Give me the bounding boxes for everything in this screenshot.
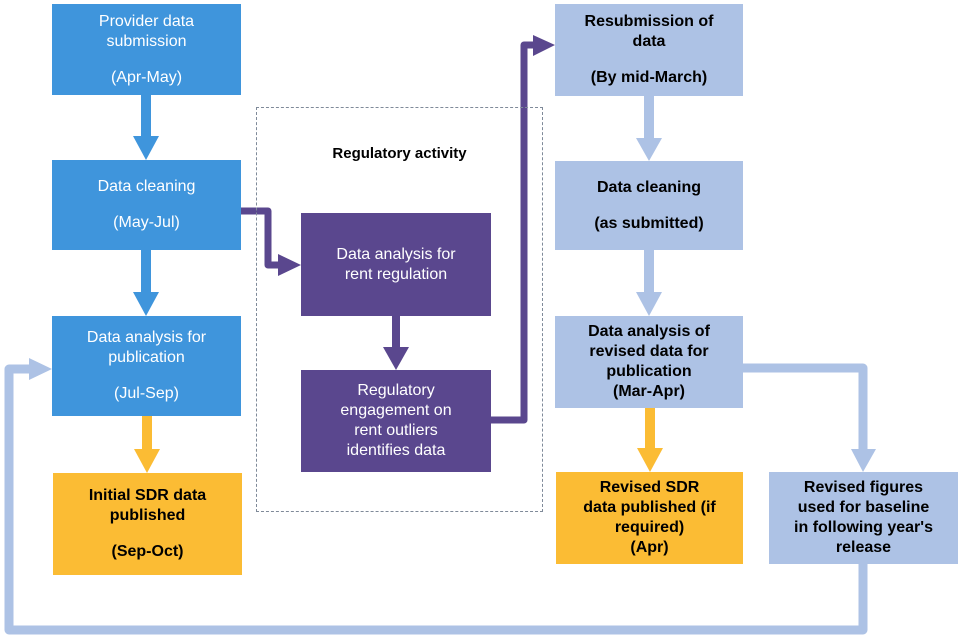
node-label-line: identifies data [346, 442, 446, 459]
node-label-line: Data analysis for [336, 245, 456, 263]
node-regulatory-engagement: Regulatory engagement on rent outliers i… [301, 370, 491, 472]
node-label-line: Revised figures [803, 479, 924, 496]
node-label-line: in following year's [794, 519, 933, 536]
node-label-line: publication [606, 363, 692, 380]
regulatory-activity-group [256, 107, 543, 512]
node-label-line: Data cleaning [97, 178, 196, 195]
node-label-line: published [109, 507, 186, 524]
node-period: (Sep-Oct) [111, 543, 184, 560]
regulatory-activity-title: Regulatory activity [332, 145, 467, 162]
node-label-line: revised data for [589, 343, 709, 360]
arrow-resubmission-to-cleaning [636, 96, 662, 161]
node-period: (as submitted) [594, 214, 704, 232]
node-provider-data-submission: Provider data submission (Apr-May) [52, 4, 241, 95]
node-label-line: data published (if [583, 499, 716, 516]
arrow-revised-analysis-to-baseline [743, 363, 876, 472]
node-revised-figures-baseline: Revised figures used for baseline in fol… [769, 472, 958, 564]
node-label-line: Revised SDR [599, 479, 700, 496]
node-label-line: rent regulation [344, 265, 448, 283]
arrow-submission-to-cleaning [133, 95, 159, 160]
arrow-rent-analysis-to-engagement [383, 316, 409, 370]
node-period: (By mid-March) [590, 69, 708, 86]
arrow-baseline-to-analysis-loop [4, 358, 868, 635]
arrow-analysis-to-initial-published [134, 416, 160, 473]
node-label-line: (Apr) [630, 539, 669, 556]
node-label-line: engagement on [340, 402, 452, 419]
node-resubmission-of-data: Resubmission of data (By mid-March) [555, 4, 743, 96]
node-period: (May-Jul) [113, 214, 180, 231]
node-data-cleaning-as-submitted: Data cleaning (as submitted) [555, 161, 743, 250]
node-initial-sdr-published: Initial SDR data published (Sep-Oct) [53, 473, 242, 575]
node-label-line: required) [614, 519, 685, 536]
node-period: (Apr-May) [110, 68, 183, 86]
node-label-line: Regulatory [357, 382, 435, 399]
node-label-line: rent outliers [354, 422, 438, 439]
node-data-cleaning: Data cleaning (May-Jul) [52, 160, 241, 250]
node-rent-regulation-analysis: Data analysis for rent regulation [301, 213, 491, 316]
arrow-cleaning-to-rent-analysis [241, 207, 301, 276]
node-label-line: Initial SDR data [88, 487, 207, 504]
arrow-revised-analysis-to-revised-published [637, 408, 663, 472]
node-label-line: Resubmission of [584, 13, 714, 30]
node-label-line: publication [108, 349, 185, 366]
node-label-line: release [835, 539, 892, 556]
arrow-cleaning-to-analysis [133, 250, 159, 316]
node-label-line: (Mar-Apr) [613, 383, 685, 400]
node-label-line: Data analysis for [86, 329, 207, 346]
node-revised-sdr-published: Revised SDR data published (if required)… [556, 472, 743, 564]
arrow-engagement-to-resubmission [491, 35, 555, 424]
node-label-line: used for baseline [797, 499, 930, 516]
node-data-analysis-publication: Data analysis for publication (Jul-Sep) [52, 316, 241, 416]
node-label-line: Data cleaning [596, 178, 702, 196]
node-revised-data-analysis: Data analysis of revised data for public… [555, 316, 743, 408]
arrow-cleaning-to-revised-analysis [636, 250, 662, 316]
node-label-line: Provider data [98, 12, 195, 30]
node-period: (Jul-Sep) [114, 385, 179, 402]
node-label-line: Data analysis of [588, 323, 710, 340]
node-label-line: data [632, 33, 666, 50]
node-label-line: submission [106, 32, 187, 50]
